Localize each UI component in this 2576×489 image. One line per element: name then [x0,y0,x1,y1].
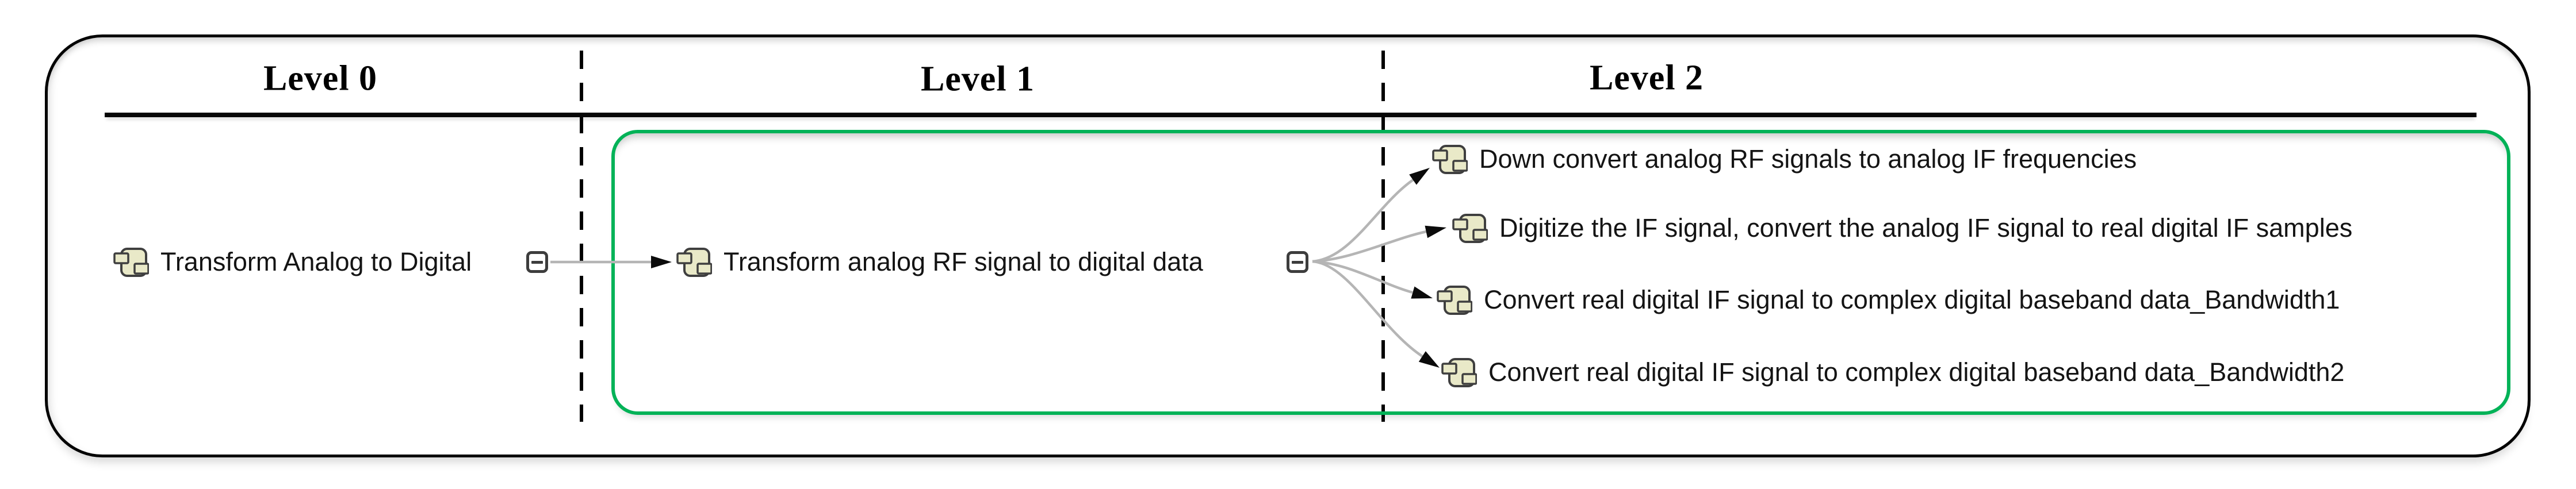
node-label: Transform Analog to Digital [160,247,472,276]
function-icon [1452,212,1488,244]
collapse-toggle-level0[interactable] [526,251,548,273]
minus-icon [1292,260,1303,264]
column-divider-level0-level1 [580,51,583,422]
node-level2-4[interactable]: Convert real digital IF signal to comple… [1441,356,2344,388]
minus-icon [531,260,543,264]
node-level2-2[interactable]: Digitize the IF signal, convert the anal… [1452,212,2352,244]
diagram-frame [45,34,2531,457]
function-icon [1437,284,1472,316]
node-label: Transform analog RF signal to digital da… [724,247,1203,276]
node-level2-1[interactable]: Down convert analog RF signals to analog… [1432,143,2137,175]
node-label: Convert real digital IF signal to comple… [1484,285,2340,314]
function-icon [1432,143,1468,175]
collapse-toggle-level1[interactable] [1287,251,1308,273]
node-label: Digitize the IF signal, convert the anal… [1499,213,2353,242]
node-label: Convert real digital IF signal to comple… [1488,357,2345,387]
function-icon [676,246,712,278]
column-header-level2: Level 2 [1589,58,1704,98]
node-level0[interactable]: Transform Analog to Digital [113,246,472,278]
function-icon [1441,356,1477,388]
function-icon [113,246,149,278]
node-level2-3[interactable]: Convert real digital IF signal to comple… [1437,284,2340,316]
node-level1[interactable]: Transform analog RF signal to digital da… [676,246,1203,278]
node-label: Down convert analog RF signals to analog… [1479,144,2137,174]
column-header-level0: Level 0 [263,59,378,98]
highlight-box [611,130,2510,415]
header-rule [105,113,2477,117]
column-header-level1: Level 1 [920,59,1035,99]
